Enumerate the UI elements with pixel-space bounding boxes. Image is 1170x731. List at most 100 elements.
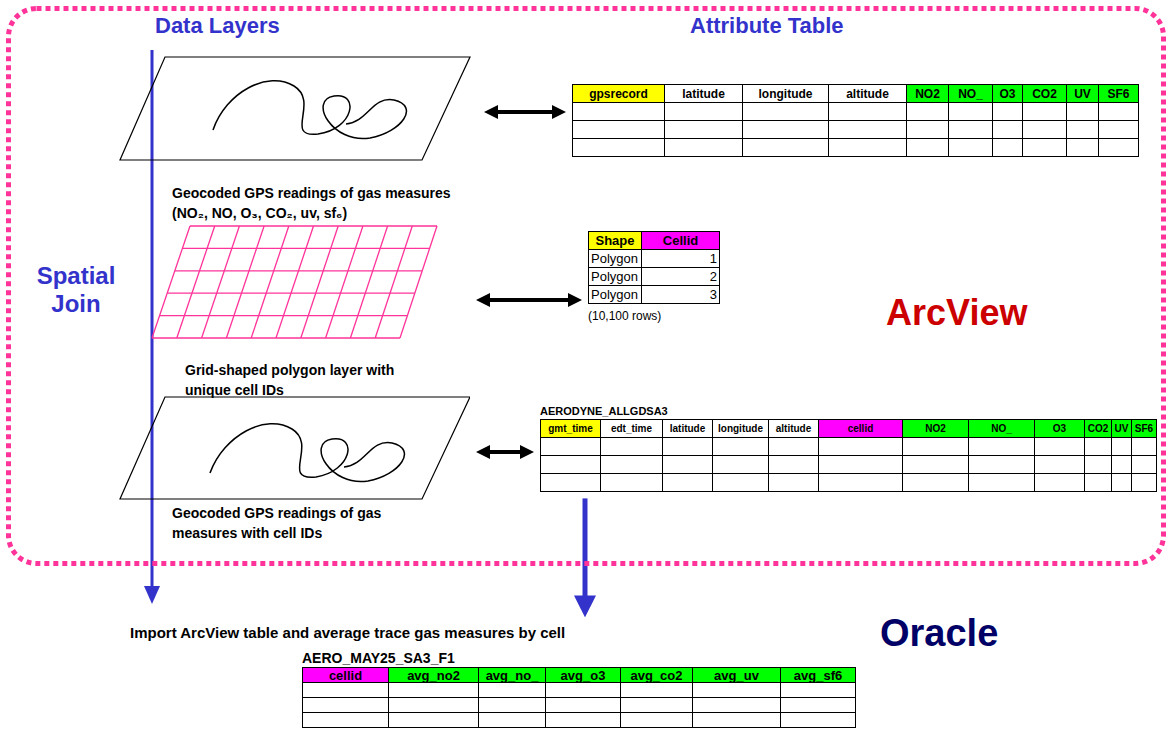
header-cell: altitude xyxy=(769,420,819,438)
empty-cell xyxy=(546,698,621,713)
header-cell: longitude xyxy=(713,420,769,438)
header-text: avg_sf6 xyxy=(794,668,842,683)
header-text: gpsrecord xyxy=(589,87,648,101)
empty-cell xyxy=(1023,121,1067,139)
empty-cell xyxy=(665,121,743,139)
table-wrap: AERODYNE_ALLGDSA3gmt_timeedt_timelatitud… xyxy=(540,401,1157,496)
layer-caption-box: Geocoded GPS readings of gas measures (N… xyxy=(172,183,467,224)
header-cell: SF6 xyxy=(1132,420,1157,438)
empty-cell xyxy=(713,438,769,456)
table-empty-row xyxy=(303,698,856,713)
empty-cell xyxy=(621,698,693,713)
table-empty-row xyxy=(573,139,1139,157)
empty-cell xyxy=(969,474,1035,492)
header-cell: avg_o3 xyxy=(546,668,621,683)
grid-line xyxy=(152,226,190,338)
grid-line xyxy=(152,337,400,338)
attribute-table: cellidavg_no2avg_no_avg_o3avg_co2avg_uva… xyxy=(302,667,856,728)
empty-cell xyxy=(601,438,663,456)
grid-line xyxy=(167,293,415,294)
empty-cell xyxy=(1067,103,1099,121)
header-cell: gpsrecord xyxy=(573,85,665,103)
header-cell: latitude xyxy=(665,85,743,103)
header-cell: NO2 xyxy=(907,85,949,103)
header-text: Cellid xyxy=(663,233,698,248)
attribute-table: gmt_timeedt_timelatitudelongitudealtitud… xyxy=(540,419,1157,492)
header-cell: avg_no2 xyxy=(389,668,479,683)
empty-cell xyxy=(781,713,856,728)
data-table: AERODYNE_ALLGDSA3gmt_timeedt_timelatitud… xyxy=(540,401,1157,496)
table-empty-row xyxy=(303,713,856,728)
empty-cell xyxy=(693,698,781,713)
header-text: avg_o3 xyxy=(561,668,606,683)
header-cell: UV xyxy=(1067,85,1099,103)
empty-cell xyxy=(1085,456,1112,474)
header-text: edt_time xyxy=(611,423,652,434)
grid-line xyxy=(400,226,437,338)
spatial-join-line xyxy=(151,50,154,588)
header-text: UV xyxy=(1115,423,1129,434)
empty-cell xyxy=(969,456,1035,474)
software-region: ArcViewGeocoded GPS readings of gas meas… xyxy=(6,6,1166,566)
section-heading-box: Import ArcView table and average trace g… xyxy=(130,624,856,642)
header-text: avg_no2 xyxy=(407,668,460,683)
empty-cell xyxy=(1085,474,1112,492)
body-cell: 3 xyxy=(642,286,720,304)
grid-line xyxy=(226,226,264,338)
grid-line xyxy=(301,226,338,338)
grid-line xyxy=(182,248,429,249)
header-text: longitude xyxy=(718,423,763,434)
empty-cell xyxy=(601,456,663,474)
empty-cell xyxy=(479,713,546,728)
empty-cell xyxy=(479,698,546,713)
cell-text: 2 xyxy=(710,269,717,284)
header-text: NO2 xyxy=(925,423,946,434)
header-cell: avg_uv xyxy=(693,668,781,683)
empty-cell xyxy=(769,474,819,492)
header-text: CO2 xyxy=(1032,87,1057,101)
empty-cell xyxy=(819,456,903,474)
empty-cell xyxy=(949,121,993,139)
flow-arrow xyxy=(583,498,588,602)
empty-cell xyxy=(621,683,693,698)
empty-cell xyxy=(665,103,743,121)
table-title-box: AERO_MAY25_SA3_F1 xyxy=(302,649,856,667)
empty-cell xyxy=(601,474,663,492)
table-header-row: cellidavg_no2avg_no_avg_o3avg_co2avg_uva… xyxy=(303,668,856,683)
header-cell: latitude xyxy=(663,420,713,438)
table-header-row: gmt_timeedt_timelatitudelongitudealtitud… xyxy=(541,420,1157,438)
empty-cell xyxy=(907,103,949,121)
empty-cell xyxy=(1112,438,1132,456)
header-cell: altitude xyxy=(829,85,907,103)
empty-cell xyxy=(1099,139,1139,157)
empty-cell xyxy=(389,698,479,713)
double-arrow xyxy=(486,450,524,454)
header-cell: avg_no_ xyxy=(479,668,546,683)
empty-cell xyxy=(1023,139,1067,157)
table-body-row: Polygon3 xyxy=(589,286,720,304)
data-layer: Geocoded GPS readings of gas measures wi… xyxy=(118,393,470,553)
header-text: CO2 xyxy=(1088,423,1109,434)
table-header-row: gpsrecordlatitudelongitudealtitudeNO2NO_… xyxy=(573,85,1139,103)
data-layer: Grid-shaped polygon layer with unique ce… xyxy=(150,222,470,412)
table-note-box: (10,100 rows) xyxy=(588,306,720,324)
column-heading: Attribute Table xyxy=(690,13,844,38)
process-label: Spatial Join xyxy=(24,262,128,317)
empty-cell xyxy=(1067,139,1099,157)
empty-cell xyxy=(743,121,829,139)
empty-cell xyxy=(819,438,903,456)
header-cell: CO2 xyxy=(1023,85,1067,103)
cell-text: Polygon xyxy=(591,251,638,266)
table-header-row: ShapeCellid xyxy=(589,232,720,250)
spatial-join-head xyxy=(144,586,160,604)
empty-cell xyxy=(1067,121,1099,139)
layer-caption-box: Grid-shaped polygon layer with unique ce… xyxy=(185,360,400,401)
empty-cell xyxy=(1132,474,1157,492)
header-cell: NO_ xyxy=(949,85,993,103)
attribute-table: gpsrecordlatitudelongitudealtitudeNO2NO_… xyxy=(572,84,1139,157)
empty-cell xyxy=(663,456,713,474)
layer-caption: Geocoded GPS readings of gas measures wi… xyxy=(172,503,387,544)
header-cell: avg_sf6 xyxy=(781,668,856,683)
data-table: ShapeCellidPolygon1Polygon2Polygon3(10,1… xyxy=(588,231,720,324)
header-text: altitude xyxy=(776,423,812,434)
